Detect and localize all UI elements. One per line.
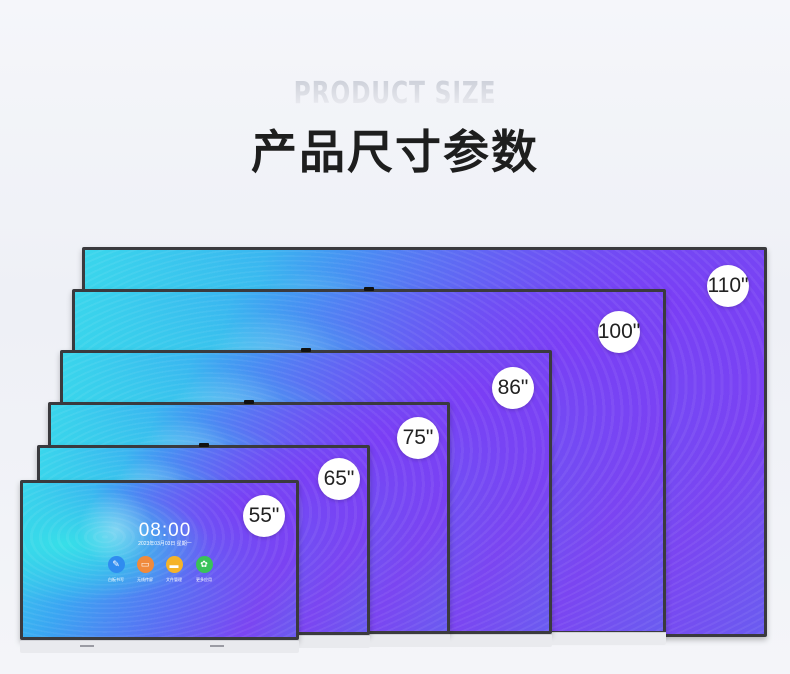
screen-clock: 08:00 [138,520,192,541]
size-badge-110: 110" [707,265,749,307]
screen-date: 2023年03月03日 星期一 [138,541,192,547]
size-badge-86: 86" [492,367,534,409]
camera [244,400,254,404]
display-base [20,640,299,653]
app-label: 无线传屏 [137,577,153,582]
app-whiteboard[interactable]: ✎ 白板书写 [104,556,128,583]
size-badge-100: 100" [598,311,640,353]
app-screen-cast[interactable]: ▭ 无线传屏 [133,556,157,583]
section-title: 产品尺寸参数 [251,125,539,179]
apps-icon: ✿ [195,556,213,573]
folder-icon: ▬ [165,556,183,573]
app-label: 白板书写 [108,577,124,582]
cast-icon: ▭ [136,556,154,573]
size-badge-55: 55" [243,495,285,537]
size-badge-65: 65" [318,458,360,500]
app-file-manager[interactable]: ▬ 文件管理 [162,556,186,583]
camera [199,443,209,447]
pen-icon: ✎ [107,556,125,573]
header: PRODUCT SIZE 产品尺寸参数 [0,0,790,200]
camera [301,348,311,352]
camera [364,287,374,291]
display-55 [20,480,299,653]
app-more-apps[interactable]: ✿ 更多应用 [192,556,216,583]
size-badge-75: 75" [397,417,439,459]
section-subtitle: PRODUCT SIZE [87,76,703,111]
app-label: 更多应用 [196,577,212,582]
app-label: 文件管理 [166,577,182,582]
